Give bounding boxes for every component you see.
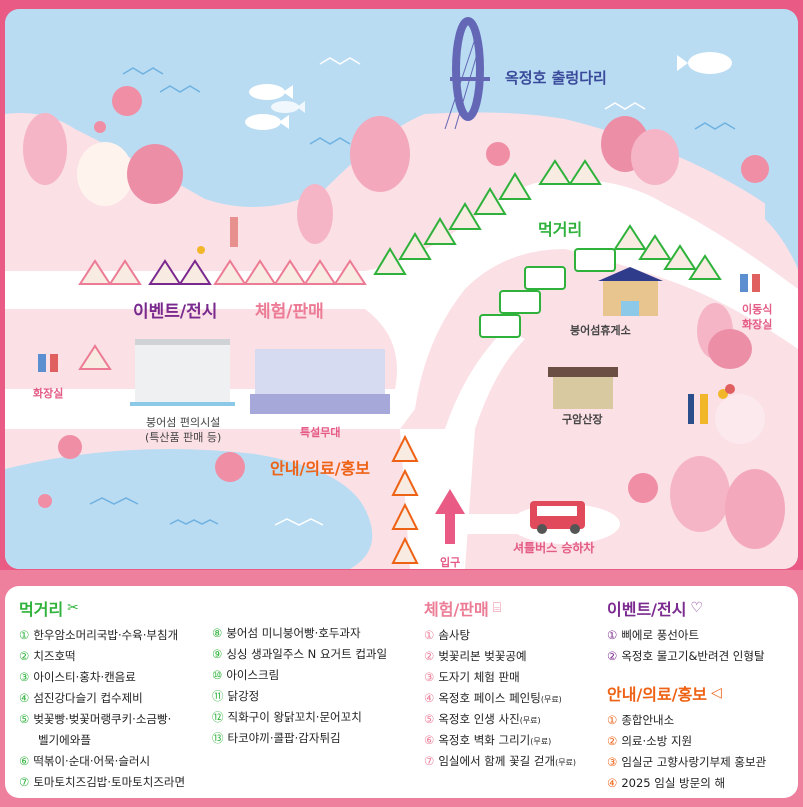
label-food-street: 먹거리 bbox=[538, 220, 583, 239]
rest-area-building-icon bbox=[598, 267, 663, 316]
fork-knife-icon: ✂ bbox=[67, 600, 79, 616]
tent-row-food bbox=[373, 159, 722, 280]
megaphone-icon: ◁ bbox=[711, 685, 722, 701]
label-event-zone: 이벤트/전시 bbox=[133, 302, 218, 322]
food-truck-icons bbox=[479, 248, 616, 338]
toilet-icon bbox=[38, 274, 760, 372]
tent-row-experience bbox=[78, 259, 367, 370]
label-convenience: 붕어섬 편의시설 (특산품 판매 등) bbox=[145, 416, 222, 444]
list-item: 벨기에와플 bbox=[38, 733, 91, 747]
map-illustration bbox=[5, 17, 798, 569]
shuttle-bus-icon bbox=[530, 501, 585, 534]
label-mobile-toilet: 이동식 화장실 bbox=[742, 303, 773, 331]
wave-icons bbox=[89, 67, 736, 525]
label-rest-area: 붕어섬휴게소 bbox=[570, 324, 631, 337]
couple-balloons-icon bbox=[688, 384, 735, 424]
entrance-arrow-icon bbox=[435, 489, 465, 544]
label-toilet: 화장실 bbox=[33, 387, 64, 400]
label-shuttle: 셔틀버스 승하차 bbox=[513, 541, 595, 555]
convenience-building-icon bbox=[130, 339, 235, 406]
label-lodge: 구암산장 bbox=[562, 413, 603, 426]
flower-icons bbox=[38, 86, 769, 508]
label-experience-zone: 체험/판매 bbox=[255, 302, 324, 322]
label-stage: 특설무대 bbox=[300, 426, 341, 439]
suspension-bridge-icon bbox=[444, 17, 490, 130]
cherry-tree-icons bbox=[23, 113, 785, 549]
lodge-building-icon bbox=[548, 367, 618, 409]
label-bridge: 옥정호 출렁다리 bbox=[505, 69, 607, 87]
jar-icon: ⌸ bbox=[492, 600, 502, 616]
woman-walking-dog-icon bbox=[197, 217, 238, 254]
label-info-zone: 안내/의료/홍보 bbox=[270, 459, 371, 478]
stage-icon bbox=[250, 349, 390, 414]
balloon-heart-icon: ♡ bbox=[690, 600, 704, 616]
fish-icons bbox=[245, 52, 732, 130]
tent-row-info bbox=[391, 434, 419, 564]
festival-map: 옥정호 출렁다리 먹거리 이벤트/전시 체험/판매 붕어섬휴게소 이동식 화장실… bbox=[5, 9, 798, 569]
label-entrance: 입구 bbox=[440, 556, 461, 569]
